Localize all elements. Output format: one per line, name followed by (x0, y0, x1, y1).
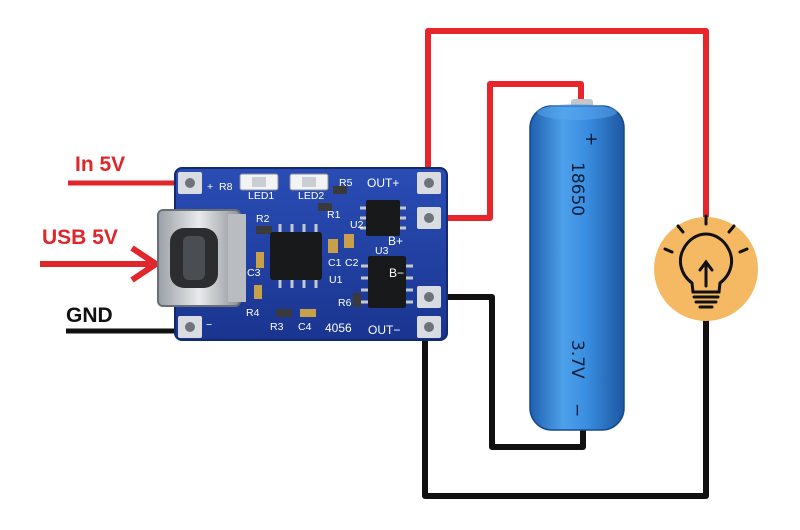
ic-u2 (360, 200, 406, 236)
charger-board: + R8 LED1 LED2 R5 OUT+ R2 R1 U2 B+ C3 C1… (157, 167, 448, 341)
out-plus-to-bulb-wire (425, 28, 709, 228)
in5v-label: In 5V (75, 153, 125, 176)
silk-u2: U2 (350, 219, 364, 231)
pin-label-b-minus: B− (389, 266, 404, 280)
silk-led2: LED2 (298, 190, 324, 202)
silk-c4: C4 (298, 321, 312, 333)
silk-model: 4056 (325, 321, 352, 335)
battery-minus-mark: − (567, 403, 587, 417)
pin-label-minus: − (206, 319, 212, 331)
output-pads (417, 172, 441, 338)
silk-c1: C1 (328, 257, 342, 269)
silk-c3: C3 (247, 267, 261, 279)
silk-u1: U1 (329, 274, 343, 286)
input-pads (178, 172, 202, 338)
silk-r8: R8 (219, 181, 233, 193)
pin-label-b-plus: B+ (388, 234, 403, 248)
silk-r2: R2 (256, 213, 270, 225)
ic-u3 (361, 256, 413, 308)
battery-plus-mark: + (581, 132, 601, 146)
usb-c-port-icon (157, 209, 246, 307)
silk-r3: R3 (270, 321, 284, 333)
silk-r4: R4 (246, 307, 260, 319)
silk-r1: R1 (327, 209, 341, 221)
silk-c2: C2 (345, 257, 359, 269)
battery-body (529, 105, 625, 431)
pin-label-out-minus: OUT− (368, 323, 400, 337)
silk-r6: R6 (338, 297, 352, 309)
silk-u3: U3 (375, 245, 389, 257)
gnd-label: GND (66, 304, 113, 327)
silk-led1: LED1 (248, 190, 274, 202)
silk-r5: R5 (339, 177, 353, 189)
smd-parts (254, 186, 361, 317)
usb5v-arrow (40, 245, 162, 283)
battery-model: 18650 (567, 162, 587, 216)
pin-label-plus: + (207, 181, 213, 193)
battery-18650: + 18650 3.7V − (529, 99, 625, 431)
usb5v-label: USB 5V (42, 226, 118, 249)
in5v-arrow (68, 175, 192, 191)
lightbulb-icon (654, 214, 758, 321)
b-plus-to-battery-wire (428, 81, 584, 221)
pin-label-out-plus: OUT+ (367, 176, 399, 190)
ic-u1 (270, 224, 322, 288)
b-minus-to-battery-wire (430, 294, 586, 450)
positive-wires (425, 28, 709, 228)
battery-voltage: 3.7V (567, 340, 587, 379)
